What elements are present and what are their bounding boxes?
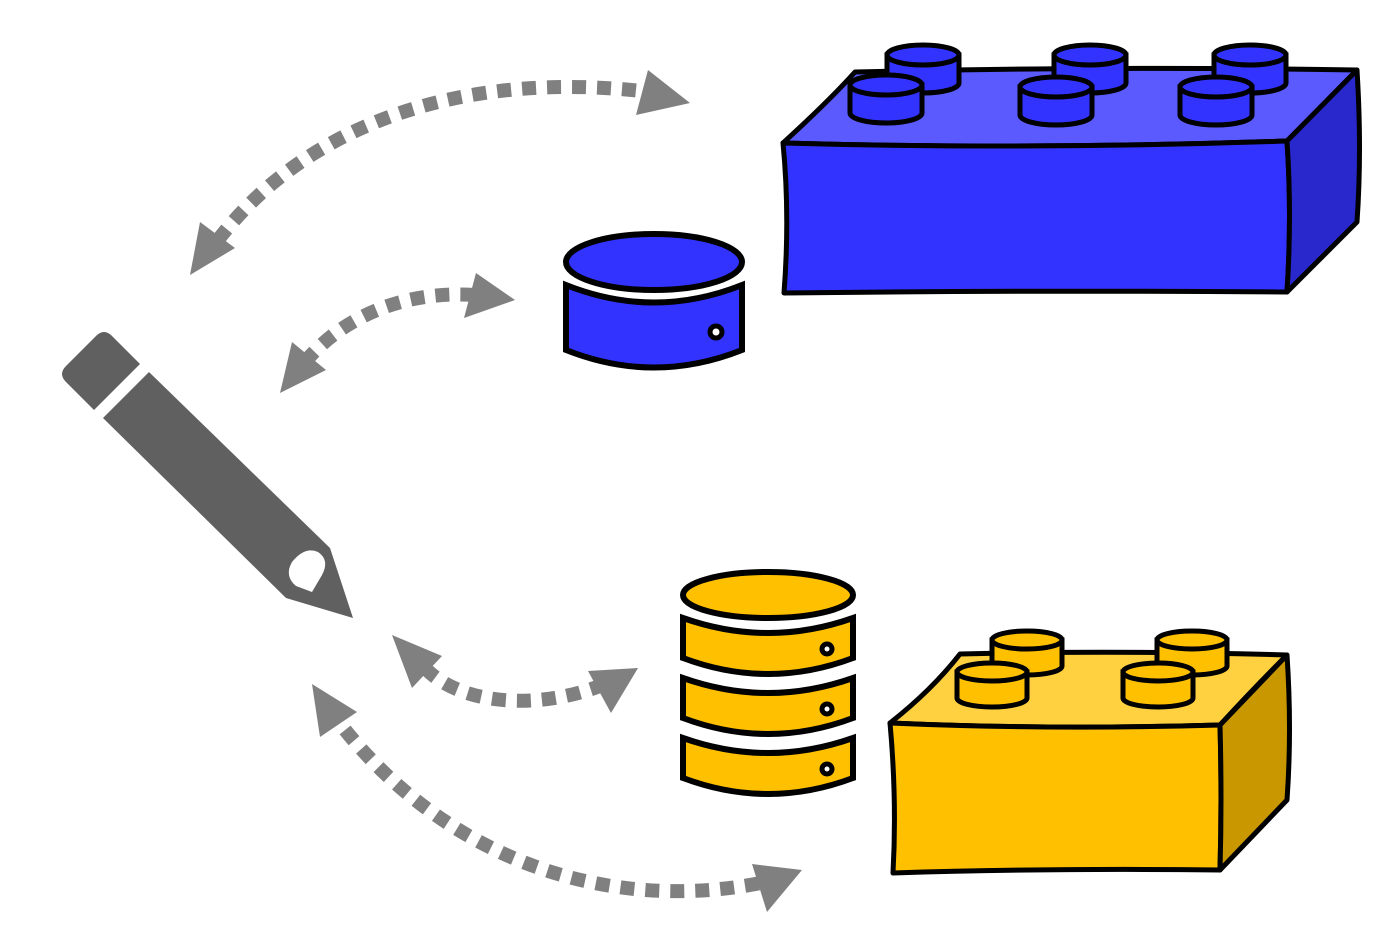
- arrow-pencil-to-blue-database: [299, 287, 476, 367]
- yellow-lego-brick-icon: [887, 649, 1292, 876]
- blue-db-top: [563, 231, 745, 293]
- yellow-database-icon: [680, 569, 856, 797]
- yellow-db-light-1: [819, 641, 835, 657]
- blue-brick-stud: [1017, 74, 1095, 128]
- blue-database-icon: [563, 231, 745, 371]
- arrowhead-yellow-brick: [752, 864, 802, 912]
- arrow-pencil-to-yellow-brick: [324, 705, 777, 899]
- arrow-pencil-to-blue-brick: [212, 80, 651, 245]
- yellow-brick-front: [887, 720, 1224, 876]
- arrowhead-pencil-lower: [392, 635, 442, 688]
- yellow-db-light-3: [819, 761, 835, 777]
- yellow-db-layer-1: [680, 613, 856, 677]
- yellow-brick-stud: [954, 660, 1030, 710]
- yellow-db-light-2: [819, 701, 835, 717]
- arrowhead-yellow-database: [588, 668, 638, 713]
- arrowhead-blue-brick: [636, 70, 690, 115]
- yellow-brick-side: [1217, 652, 1292, 873]
- arrow-pencil-to-yellow-database: [419, 662, 613, 708]
- arrowheads: [190, 70, 802, 912]
- arrowhead-pencil-bottom: [312, 684, 357, 737]
- pencil-tip-hole: [288, 550, 326, 592]
- blue-brick-side: [1284, 67, 1362, 295]
- blue-brick-studs: [847, 42, 1289, 128]
- yellow-brick-studs: [954, 628, 1230, 710]
- blue-brick-stud: [1177, 74, 1255, 128]
- yellow-db-layer-3: [680, 733, 856, 797]
- connection-arrows: [212, 80, 777, 899]
- yellow-db-layer-2: [680, 673, 856, 737]
- arrowhead-pencil-top: [190, 222, 235, 275]
- blue-brick-front: [780, 138, 1292, 296]
- yellow-brick-stud: [1120, 660, 1196, 710]
- arrowhead-pencil-mid: [280, 342, 326, 393]
- blue-db-light: [707, 323, 725, 341]
- arrowhead-blue-database: [464, 273, 515, 318]
- blue-brick-stud: [847, 72, 925, 126]
- pencil-body: [103, 372, 353, 618]
- pencil-eraser: [62, 332, 140, 410]
- yellow-db-top: [680, 569, 856, 621]
- blue-db-body: [563, 280, 745, 371]
- pencil-icon: [62, 332, 353, 618]
